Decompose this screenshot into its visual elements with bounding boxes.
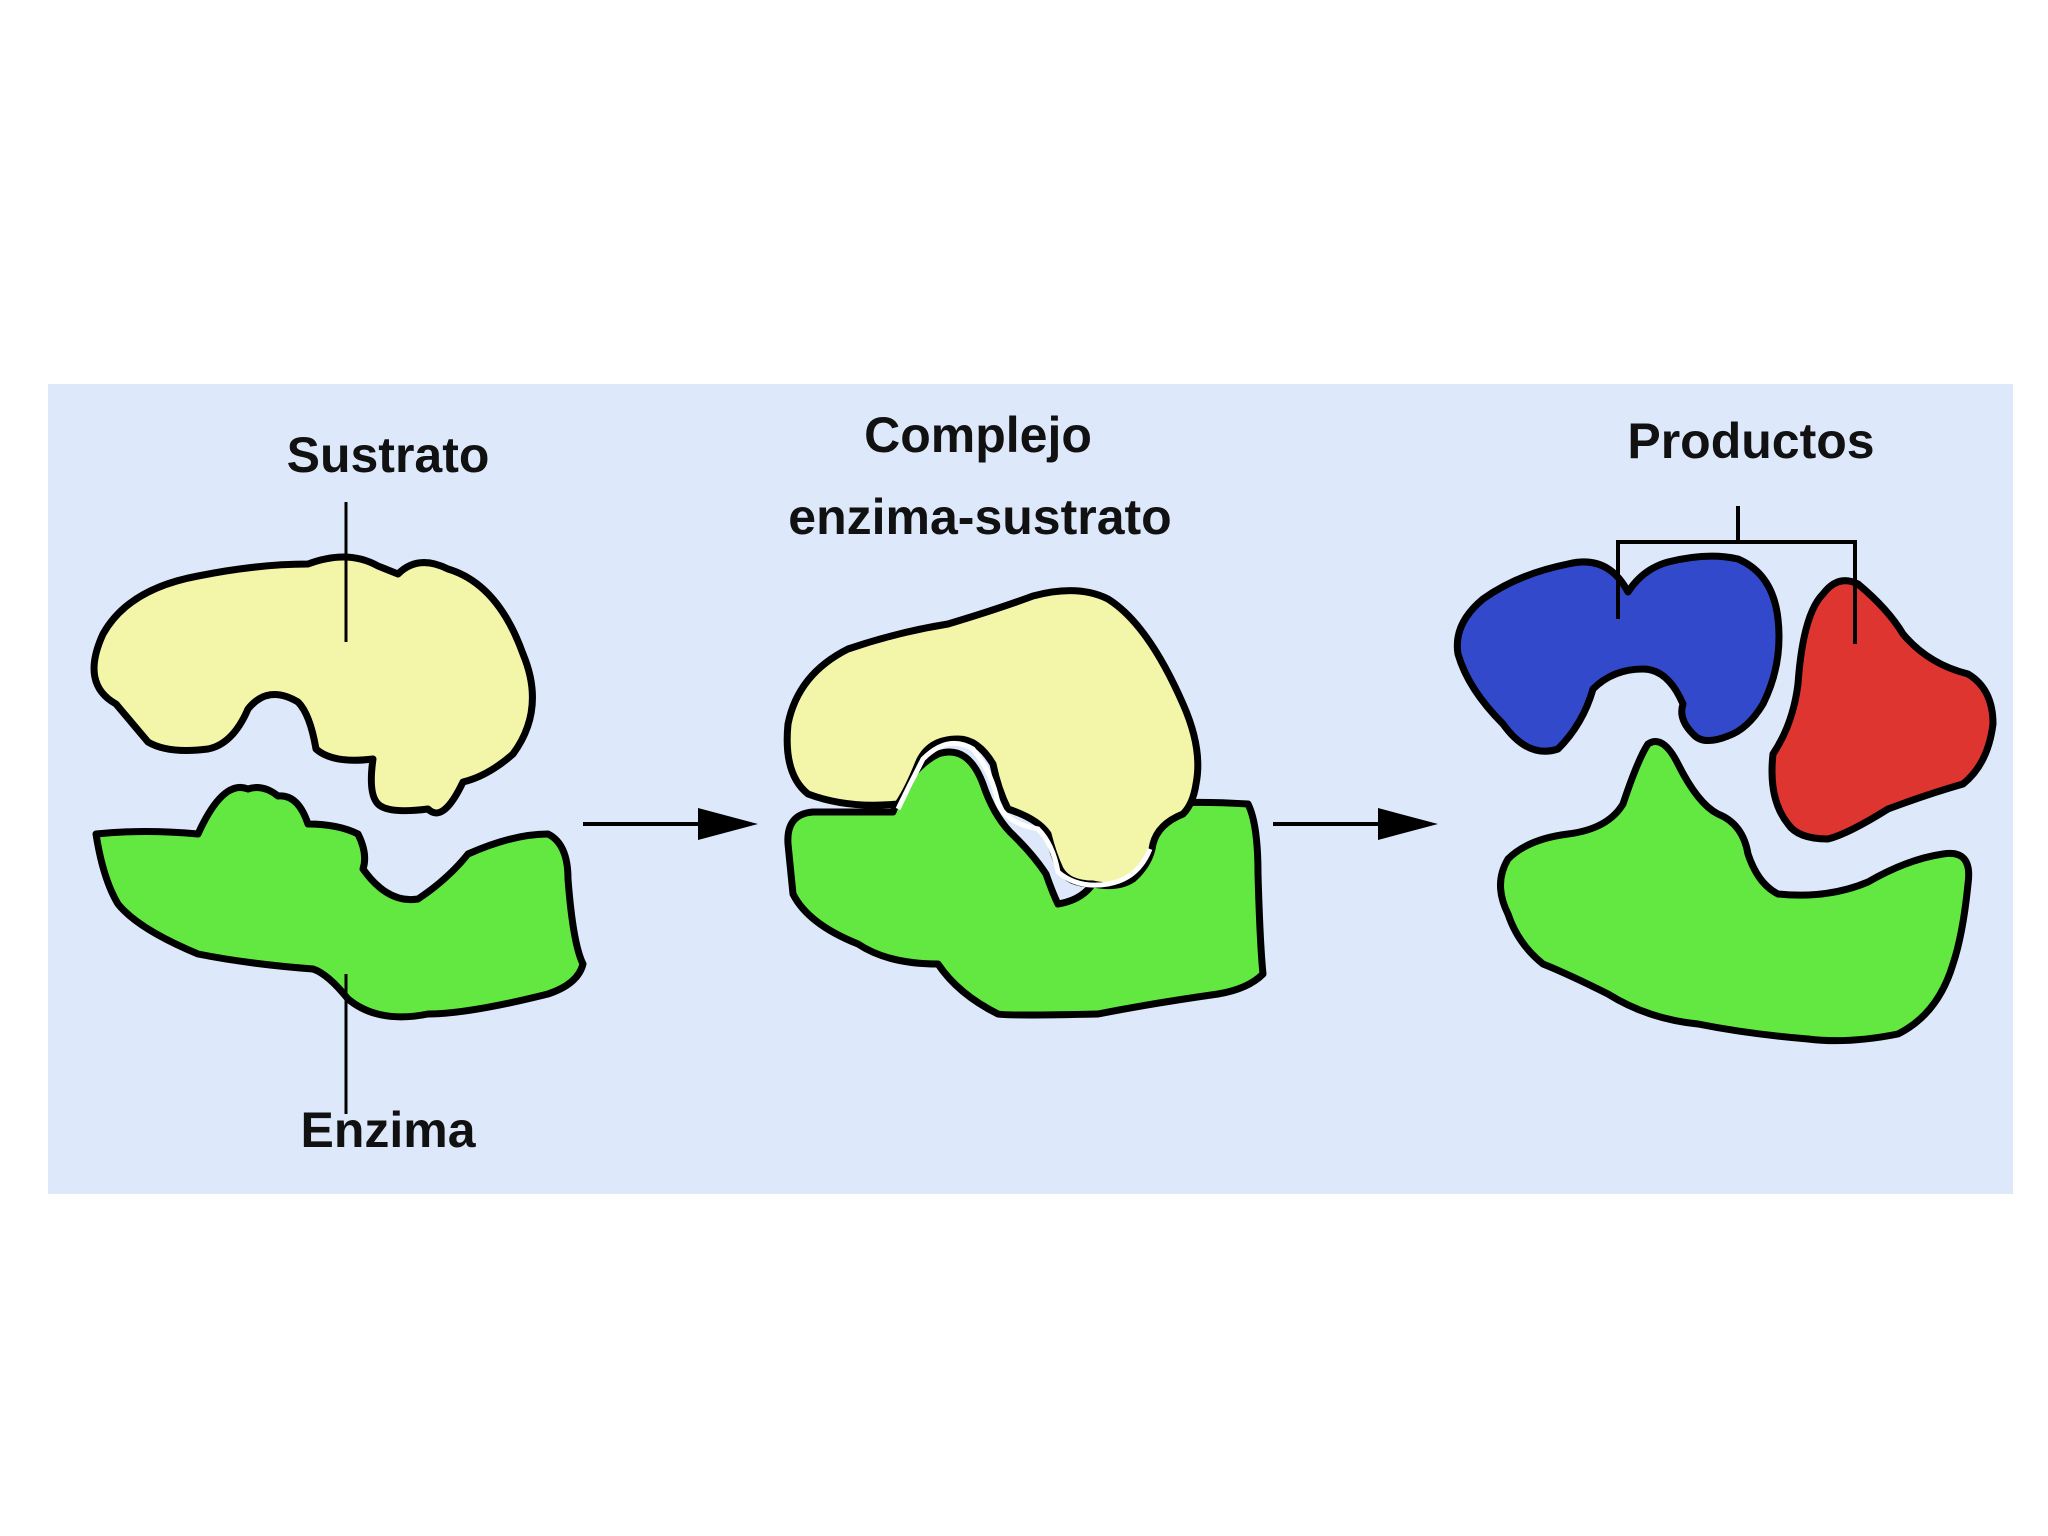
label-productos: Productos bbox=[1627, 413, 1874, 469]
product-blue-shape bbox=[1453, 552, 1783, 755]
reaction-arrow-2 bbox=[1273, 808, 1438, 840]
label-enzima: Enzima bbox=[300, 1102, 476, 1158]
complex-substrate-shape bbox=[783, 587, 1202, 890]
substrate-shape bbox=[90, 553, 536, 817]
label-sustrato: Sustrato bbox=[287, 427, 490, 483]
label-complejo-line2: enzima-sustrato bbox=[788, 489, 1171, 545]
label-complejo-line1: Complejo bbox=[864, 407, 1092, 463]
enzyme-substrate-diagram: Sustrato Enzima Complejo enzima-sustrato… bbox=[48, 384, 2013, 1194]
product-red-shape bbox=[1768, 577, 1997, 843]
enzyme-shape bbox=[92, 784, 587, 1021]
diagram-canvas: Sustrato Enzima Complejo enzima-sustrato… bbox=[48, 384, 2013, 1194]
free-enzyme-shape bbox=[1497, 738, 1973, 1045]
reaction-arrow-1 bbox=[583, 808, 758, 840]
productos-bracket bbox=[1616, 506, 1857, 644]
binding-gap-line bbox=[895, 740, 1153, 888]
